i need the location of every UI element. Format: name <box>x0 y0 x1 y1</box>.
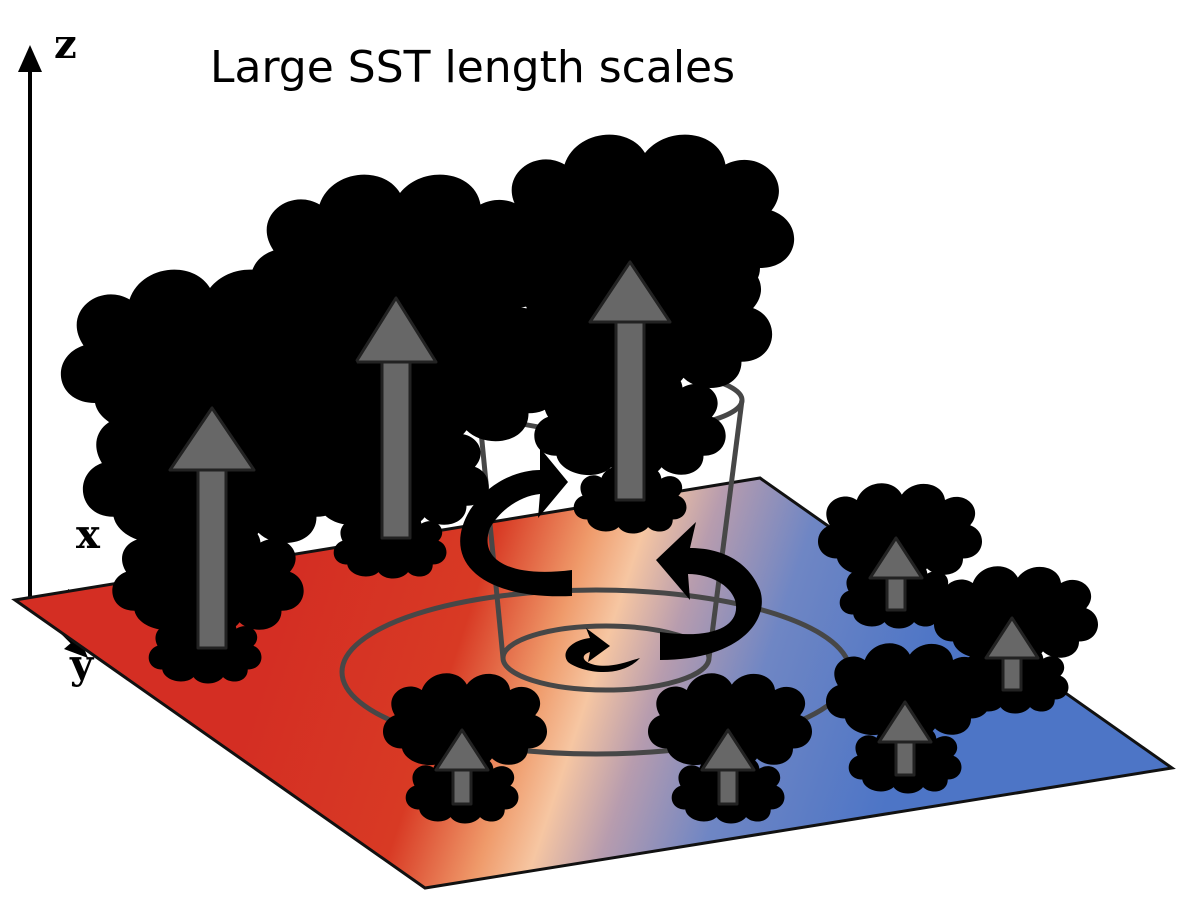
shallow-cumulus-3 <box>817 483 983 629</box>
z-axis-arrowhead <box>18 45 42 72</box>
shallow-cumulus-2 <box>647 673 813 824</box>
diagram-title: Large SST length scales <box>210 42 735 93</box>
updraft-arrow-left <box>168 406 256 650</box>
rotation-arrow-bottom <box>565 628 640 673</box>
y-axis-arrowhead <box>64 636 88 658</box>
shallow-cumulus-1 <box>382 673 548 824</box>
updraft-arrow-middle <box>354 296 438 540</box>
shallow-cumulus-4 <box>933 566 1099 714</box>
rotation-arrow-right <box>656 522 762 660</box>
x-axis-label: x <box>76 511 101 558</box>
updraft-arrow-right <box>588 260 672 502</box>
z-axis-label: z <box>54 21 77 68</box>
shallow-cumulus-5 <box>825 643 991 794</box>
rotation-arrow-upper-left <box>460 448 572 597</box>
funnel-left-wall <box>475 399 506 659</box>
funnel-right-wall <box>706 399 745 659</box>
